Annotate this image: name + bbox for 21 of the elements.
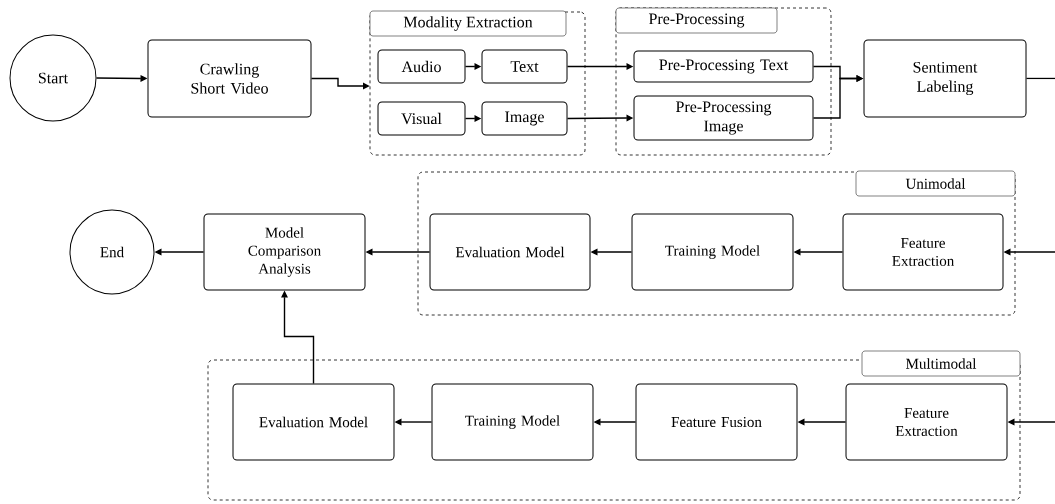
group-heading: Unimodal — [855, 170, 1016, 197]
process-box: Feature Fusion — [635, 383, 798, 461]
process-box: Pre-Processing Text — [633, 50, 814, 83]
group-heading: Modality Extraction — [369, 10, 567, 37]
arrow — [310, 77, 370, 90]
process-box: Model Comparison Analysis — [203, 213, 366, 291]
group-heading: Multimodal — [861, 350, 1021, 377]
process-box: Image — [481, 101, 568, 136]
process-box: Audio — [377, 49, 466, 84]
process-box: Feature Extraction — [842, 213, 1004, 291]
process-box: Sentiment Labeling — [863, 39, 1027, 118]
process-box: Evaluation Model — [429, 213, 591, 291]
process-box: Feature Extraction — [845, 383, 1008, 461]
process-box: Training Model — [631, 213, 794, 291]
process-box: Crawling Short Video — [147, 39, 312, 118]
process-box: Pre-Processing Image — [633, 95, 814, 141]
process-box: Visual — [377, 101, 466, 136]
process-box: Evaluation Model — [232, 383, 395, 461]
process-box: Text — [481, 49, 568, 84]
process-box: Training Model — [431, 383, 594, 461]
group-heading: Pre-Processing — [615, 7, 778, 34]
